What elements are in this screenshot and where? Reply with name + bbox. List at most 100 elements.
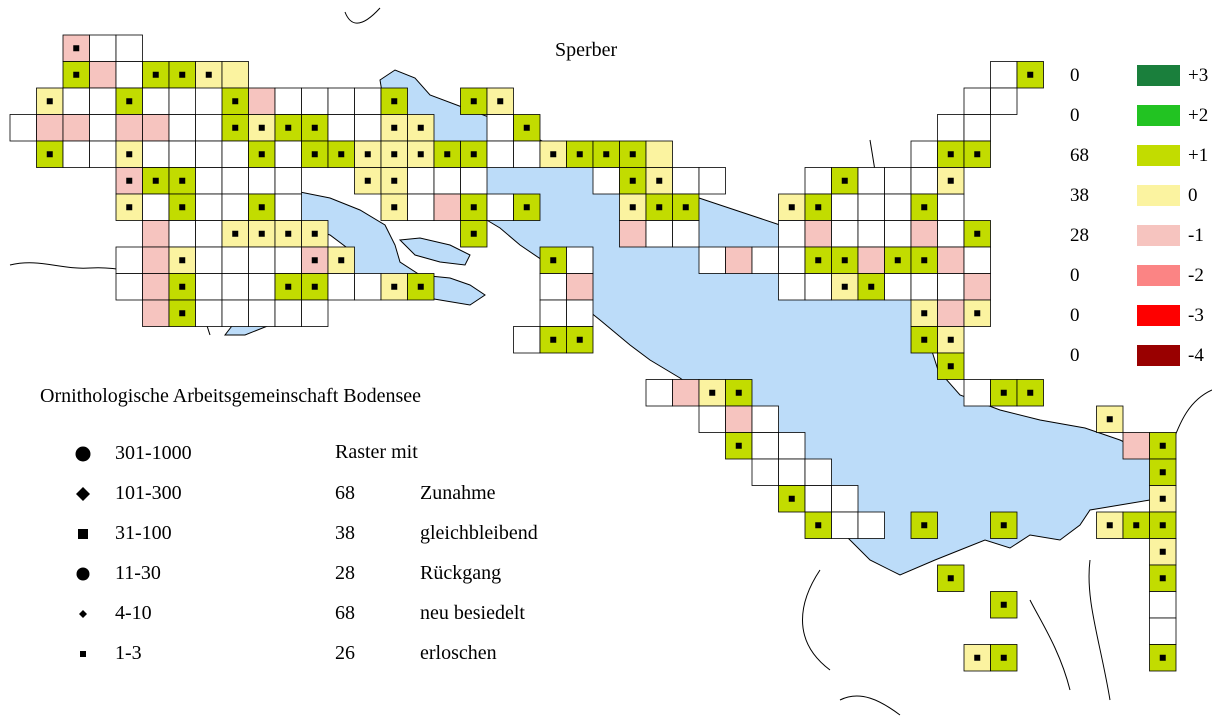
raster-cell xyxy=(831,193,859,221)
raster-label: Rückgang xyxy=(420,562,502,584)
raster-cell xyxy=(884,167,912,195)
occurrence-marker xyxy=(974,151,981,158)
occurrence-marker xyxy=(417,151,424,158)
raster-cell xyxy=(804,485,832,513)
scale-swatch xyxy=(1137,345,1180,366)
scale-count: 38 xyxy=(1070,185,1089,206)
occurrence-marker xyxy=(46,98,53,105)
occurrence-marker xyxy=(126,151,133,158)
raster-cell xyxy=(804,273,832,301)
occurrence-marker xyxy=(1106,416,1113,423)
abundance-label: 301-1000 xyxy=(115,442,192,464)
raster-cell xyxy=(645,220,673,248)
occurrence-marker xyxy=(815,257,822,264)
raster-cell xyxy=(221,140,249,168)
river-line xyxy=(1088,559,1111,701)
raster-cell xyxy=(89,140,117,168)
raster-cell xyxy=(937,114,965,142)
raster-count: 26 xyxy=(335,642,355,664)
raster-cell xyxy=(248,87,276,115)
raster-cell xyxy=(751,458,779,486)
raster-cell xyxy=(195,114,223,142)
occurrence-marker xyxy=(974,310,981,317)
raster-cell xyxy=(831,511,859,539)
occurrence-marker xyxy=(258,124,265,131)
occurrence-marker xyxy=(868,283,875,290)
occurrence-marker xyxy=(179,71,186,78)
occurrence-marker xyxy=(576,336,583,343)
raster-cell xyxy=(910,140,938,168)
raster-cell xyxy=(327,87,355,115)
scale-count: 0 xyxy=(1070,265,1080,286)
raster-cell xyxy=(592,167,620,195)
occurrence-marker xyxy=(656,177,663,184)
scale-count: 0 xyxy=(1070,65,1080,86)
occurrence-marker xyxy=(1159,522,1166,529)
raster-cell xyxy=(963,246,991,274)
occurrence-marker xyxy=(417,124,424,131)
raster-cell xyxy=(274,246,302,274)
raster-cell xyxy=(698,167,726,195)
raster-grid xyxy=(9,34,1177,672)
river-line xyxy=(839,695,901,716)
lake-shore xyxy=(398,237,471,266)
occurrence-marker xyxy=(1133,522,1140,529)
raster-cell xyxy=(1149,591,1177,619)
raster-cell xyxy=(831,220,859,248)
occurrence-marker xyxy=(285,230,292,237)
occurrence-marker xyxy=(179,177,186,184)
raster-cell xyxy=(142,220,170,248)
raster-cell xyxy=(698,246,726,274)
occurrence-marker xyxy=(974,654,981,661)
river-line xyxy=(802,569,831,671)
raster-cell xyxy=(142,114,170,142)
raster-cell xyxy=(89,34,117,62)
occurrence-marker xyxy=(152,177,159,184)
raster-count: 38 xyxy=(335,522,355,544)
scale-count: 0 xyxy=(1070,305,1080,326)
occurrence-marker xyxy=(947,177,954,184)
raster-cell xyxy=(274,193,302,221)
occurrence-marker xyxy=(391,124,398,131)
occurrence-marker xyxy=(1000,601,1007,608)
occurrence-marker xyxy=(656,204,663,211)
occurrence-marker xyxy=(205,71,212,78)
occurrence-marker xyxy=(894,257,901,264)
occurrence-marker xyxy=(338,151,345,158)
raster-cell xyxy=(1122,432,1150,460)
occurrence-marker xyxy=(285,124,292,131)
occurrence-marker xyxy=(947,336,954,343)
raster-cell xyxy=(672,379,700,407)
occurrence-marker xyxy=(550,336,557,343)
scale-row: 0-2 xyxy=(1070,265,1212,287)
occurrence-marker xyxy=(470,151,477,158)
raster-cell xyxy=(36,87,64,115)
raster-cell xyxy=(513,140,541,168)
raster-cell xyxy=(539,273,567,301)
raster-cell xyxy=(1096,405,1124,433)
occurrence-marker xyxy=(1106,522,1113,529)
raster-cell xyxy=(486,193,514,221)
scale-swatch xyxy=(1137,305,1180,326)
raster-cell xyxy=(910,511,938,539)
scale-label: +1 xyxy=(1188,145,1209,166)
raster-cell xyxy=(645,140,673,168)
occurrence-marker xyxy=(1000,389,1007,396)
occurrence-marker xyxy=(1000,522,1007,529)
occurrence-marker xyxy=(232,230,239,237)
occurrence-marker xyxy=(258,230,265,237)
occurrence-marker xyxy=(126,204,133,211)
raster-cell xyxy=(301,140,329,168)
occurrence-marker xyxy=(258,204,265,211)
occurrence-marker xyxy=(735,389,742,396)
raster-cell xyxy=(937,220,965,248)
abundance-label: 4-10 xyxy=(115,602,152,624)
raster-cell xyxy=(672,167,700,195)
raster-cell xyxy=(354,87,382,115)
raster-cell xyxy=(274,87,302,115)
large-circle-icon xyxy=(75,446,91,462)
scale-swatch xyxy=(1137,65,1180,86)
raster-cell xyxy=(725,405,753,433)
occurrence-marker xyxy=(470,230,477,237)
